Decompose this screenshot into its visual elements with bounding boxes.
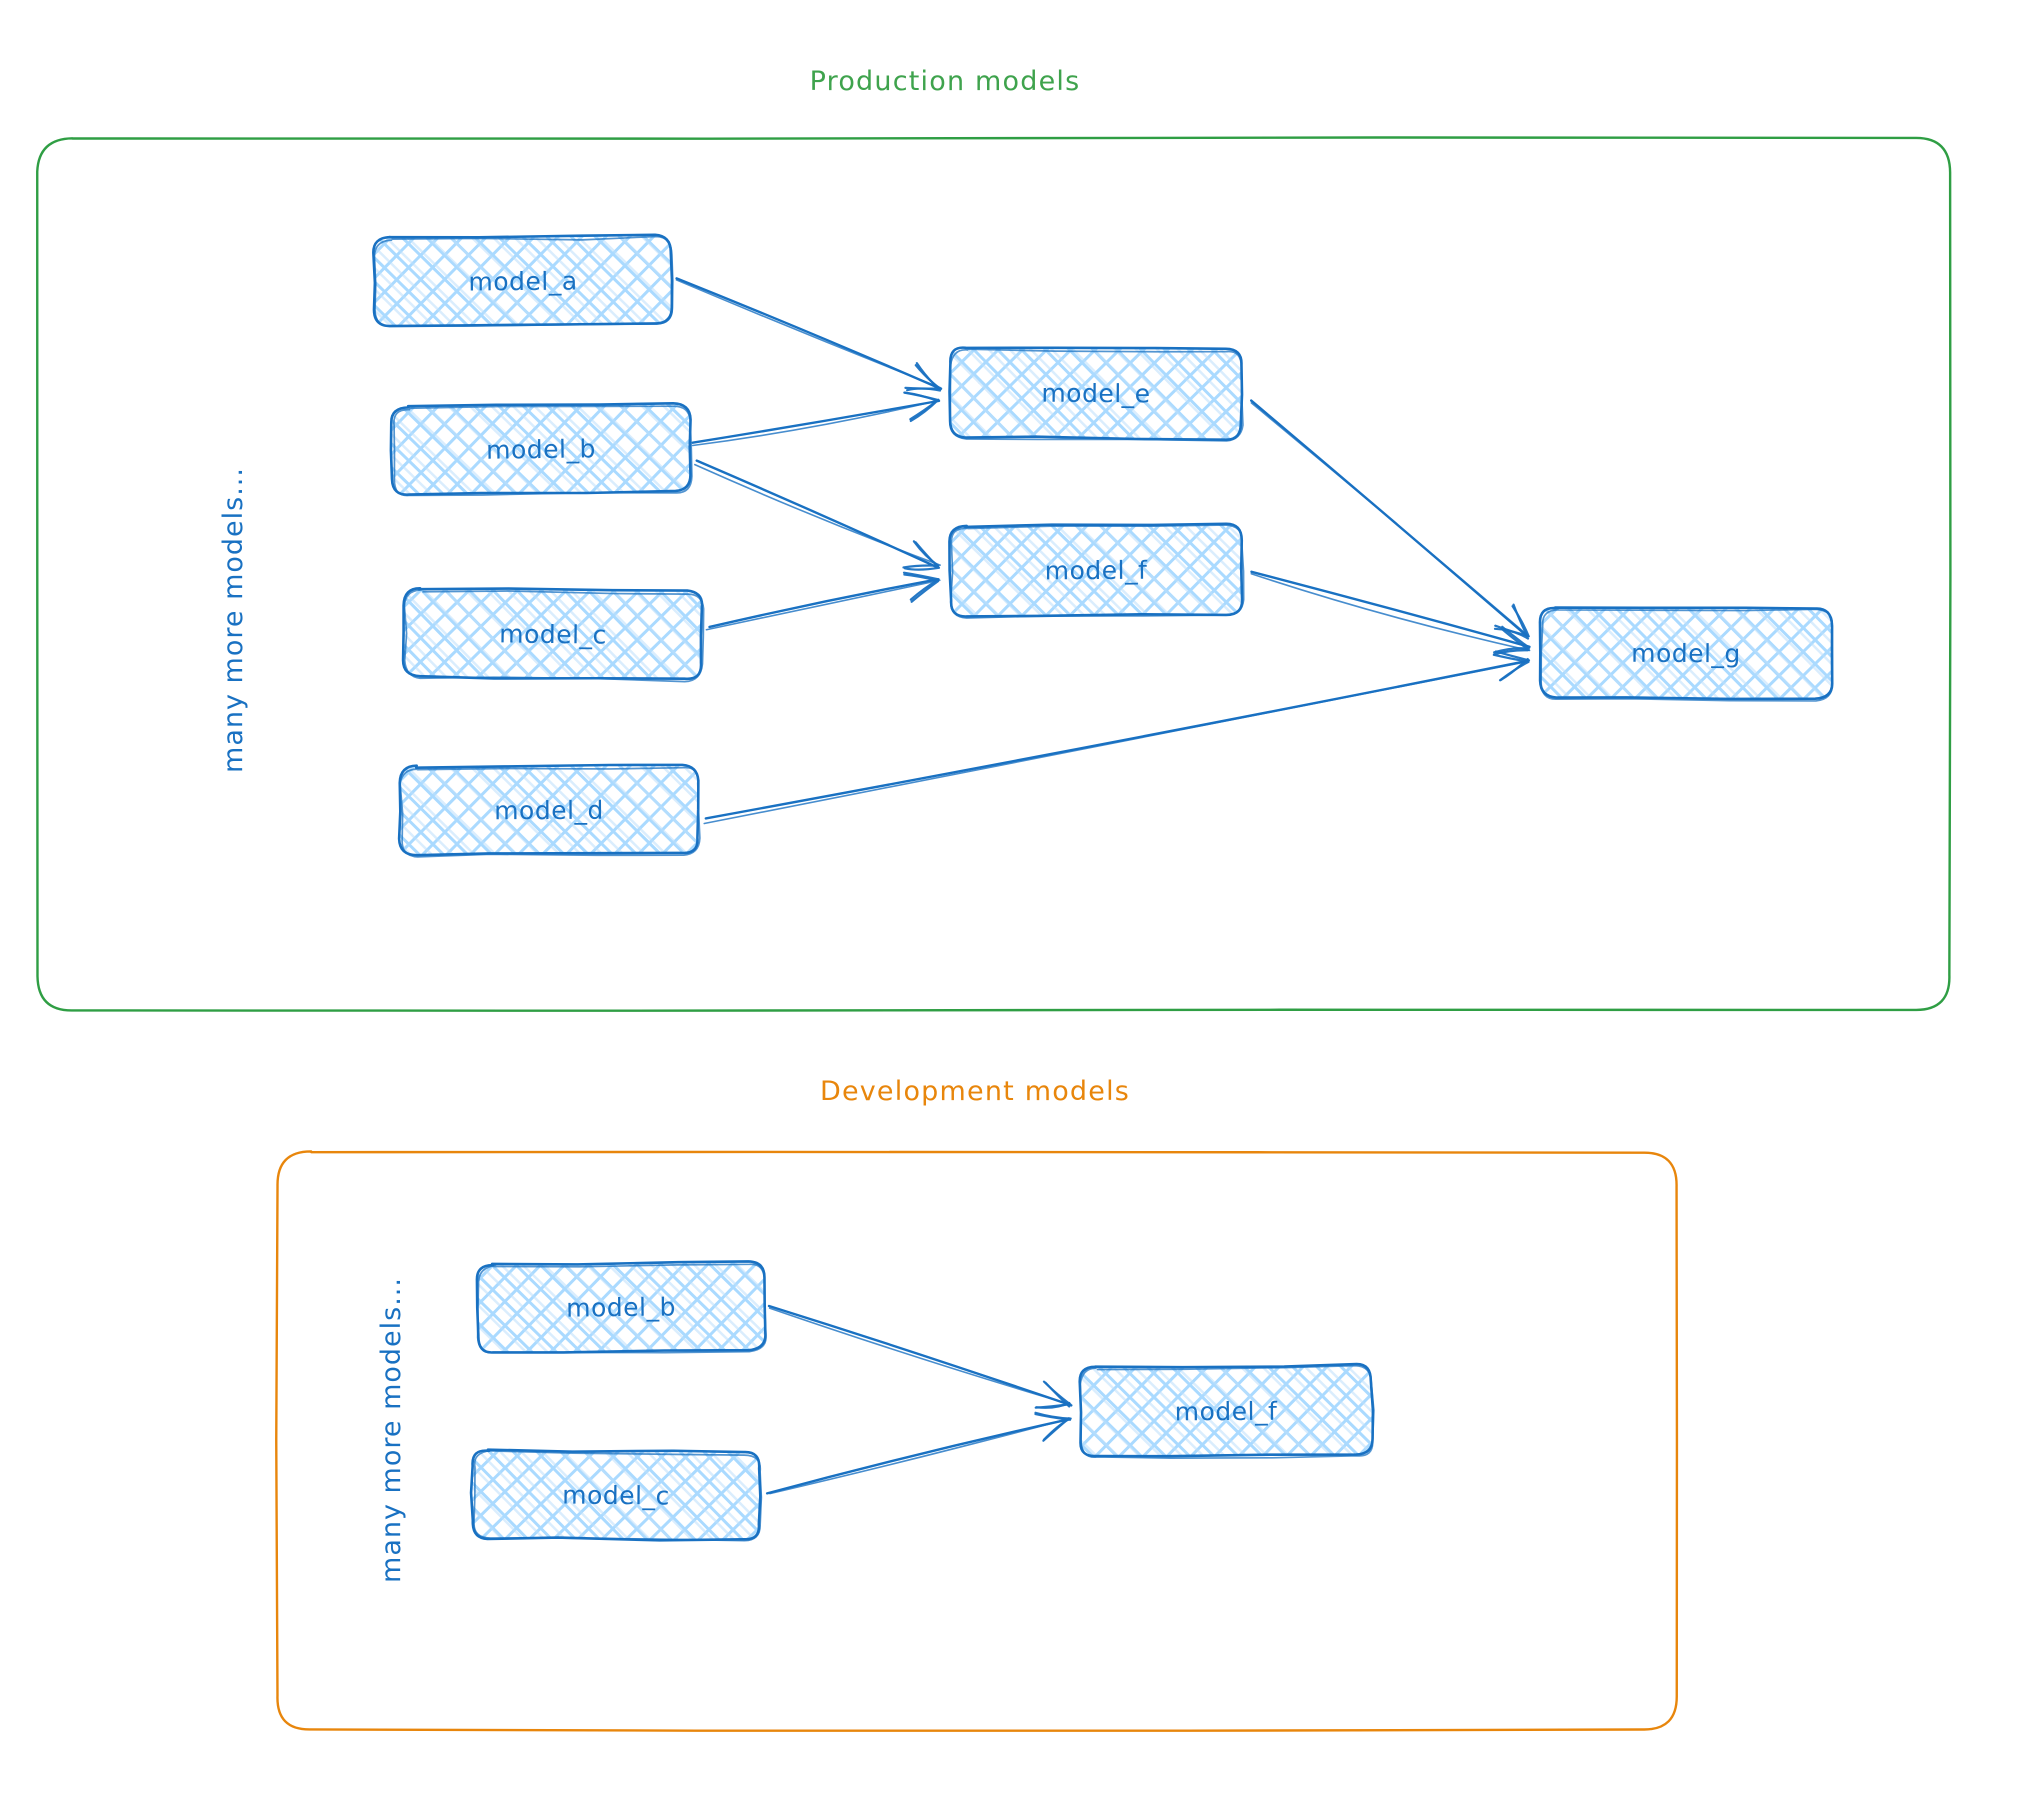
edges-layer (675, 277, 1531, 1495)
edge-edge-d-g (703, 650, 1531, 825)
edge-edge-devc-devf (765, 1411, 1072, 1495)
node-prod_model_g[interactable]: model_g (1538, 606, 1834, 702)
node-prod_model_b[interactable]: model_b (389, 401, 693, 497)
edge-edge-devb-devf (767, 1304, 1073, 1409)
node-label: model_e (1041, 379, 1150, 409)
node-dev_model_b[interactable]: model_b (475, 1260, 767, 1354)
edge-edge-f-g (1250, 570, 1531, 656)
node-label: model_b (486, 434, 596, 465)
node-prod_model_f[interactable]: model_f (948, 522, 1245, 619)
node-label: model_c (499, 619, 607, 649)
node-label: model_f (1175, 1397, 1279, 1427)
group-title-production: Production models (810, 66, 1081, 97)
labels-layer: Production models many more models... Deve… (218, 66, 1130, 1583)
node-label: model_b (566, 1292, 676, 1322)
edge-edge-a-e (675, 277, 943, 392)
node-prod_model_c[interactable]: model_c (401, 586, 705, 683)
node-prod_model_d[interactable]: model_d (397, 763, 701, 858)
edge-edge-b-e (691, 391, 941, 447)
edge-edge-c-f (705, 571, 941, 631)
node-label: model_a (468, 267, 577, 297)
edge-edge-e-g (1250, 399, 1530, 640)
group-frames-layer (36, 136, 1952, 1732)
node-prod_model_a[interactable]: model_a (372, 233, 674, 328)
group-frame-production (36, 136, 1952, 1012)
nodes-layer: model_a model_b model_c model_d model_emodel… (372, 233, 1834, 1542)
node-label: model_c (562, 1481, 670, 1511)
side-note-development: many more models... (376, 1277, 407, 1583)
node-label: model_g (1631, 639, 1741, 669)
node-dev_model_c[interactable]: model_c (469, 1448, 763, 1542)
node-label: model_f (1045, 556, 1149, 586)
side-note-production: many more models... (218, 467, 249, 773)
group-frame-development (275, 1150, 1679, 1732)
edge-edge-b-f (694, 459, 941, 571)
node-dev_model_f[interactable]: model_f (1078, 1362, 1375, 1459)
node-prod_model_e[interactable]: model_e (948, 346, 1244, 442)
node-label: model_d (494, 796, 604, 826)
group-title-development: Development models (820, 1076, 1130, 1107)
